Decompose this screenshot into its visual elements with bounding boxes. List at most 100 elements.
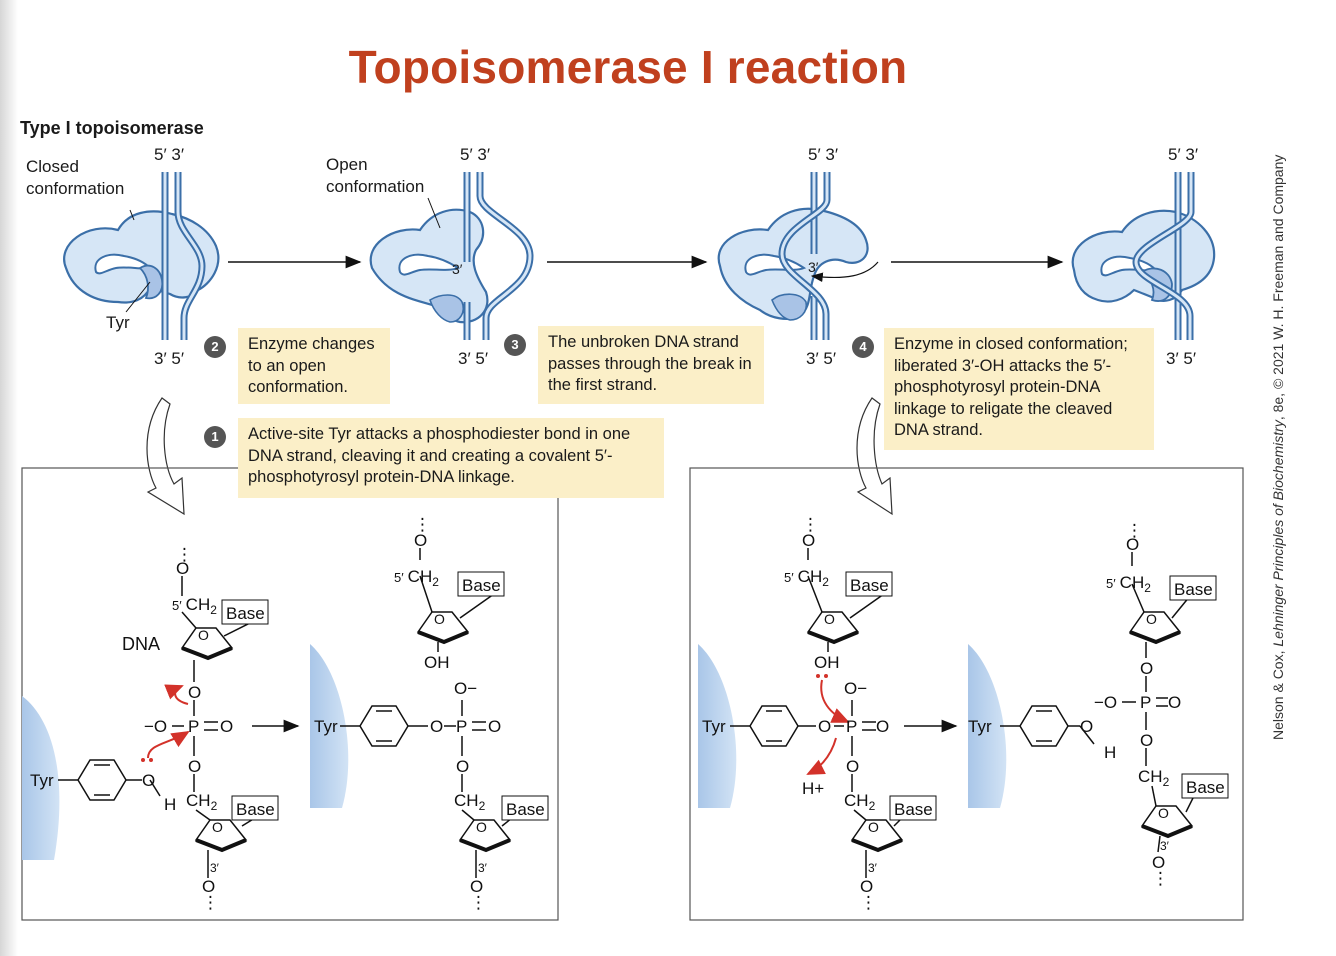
stage-1-closed-enzyme — [63, 172, 220, 340]
step-4-number: 4 — [852, 336, 874, 358]
oxygen: O — [456, 757, 469, 776]
ring-oxygen: O — [212, 819, 223, 835]
oxygen: O — [818, 717, 831, 736]
oxygen: O — [470, 877, 483, 896]
phosphorus: P — [1140, 693, 1151, 712]
strand-end-label-bottom: 3′ 5′ — [458, 349, 489, 368]
svg-text:5′CH2: 5′CH2 — [172, 595, 217, 617]
oxygen: O — [1126, 535, 1139, 554]
step-1-number: 1 — [204, 426, 226, 448]
chemistry-panel-left — [21, 467, 559, 921]
page-edge-shadow — [0, 0, 18, 956]
oxygen: O — [876, 717, 889, 736]
three-prime-marker: 3′ — [1160, 839, 1170, 853]
anionic-oxygen: O− — [454, 679, 477, 698]
ring-oxygen: O — [434, 611, 445, 627]
transition-arrow-right — [856, 397, 893, 516]
oxygen: O — [1168, 693, 1181, 712]
publisher-credit: Nelson & Cox, Lehninger Principles of Bi… — [1270, 154, 1286, 740]
diagram-subtitle: Type I topoisomerase — [20, 118, 204, 138]
chain-continuation: ⋮ — [802, 515, 819, 534]
base-label: Base — [894, 800, 933, 819]
anionic-oxygen: O− — [844, 679, 867, 698]
svg-text:CH2: CH2 — [186, 791, 218, 813]
svg-text:CH2: CH2 — [1138, 767, 1170, 789]
protein-surface-3 — [698, 644, 737, 808]
hydroxyl: OH — [814, 653, 840, 672]
step-3-number: 3 — [504, 334, 526, 356]
stage-4-closed-enzyme — [1071, 172, 1216, 340]
tyr-oxygen: O — [142, 771, 155, 790]
stage-3-strand-passage — [717, 172, 879, 340]
strand-end-label-bottom: 3′ 5′ — [154, 349, 185, 368]
phosphorus: P — [188, 717, 199, 736]
cut-end-3prime: 3′ — [808, 259, 819, 275]
chain-continuation: ⋮ — [414, 515, 431, 534]
chain-continuation: ⋮ — [860, 893, 877, 912]
chain-continuation: ⋮ — [176, 545, 193, 564]
stage-2-open-enzyme — [369, 172, 534, 340]
strand-end-label-top: 5′ 3′ — [460, 145, 491, 164]
tyr-label: Tyr — [968, 717, 992, 736]
oxygen: O — [846, 757, 859, 776]
ring-oxygen: O — [868, 819, 879, 835]
svg-text:5′CH2: 5′CH2 — [1106, 573, 1151, 595]
step-2-number: 2 — [204, 336, 226, 358]
cut-end-3prime: 3′ — [452, 261, 463, 277]
phosphorus: P — [456, 717, 467, 736]
chemical-bonds — [149, 548, 1197, 878]
ring-oxygen: O — [476, 819, 487, 835]
proton: H+ — [802, 779, 824, 798]
dna-label: DNA — [122, 634, 160, 654]
tyr-oxygen: O — [1080, 717, 1093, 736]
oxygen: O — [414, 531, 427, 550]
three-prime-marker: 3′ — [210, 861, 220, 875]
tyr-label: Tyr — [702, 717, 726, 736]
transition-arrow-left — [146, 397, 185, 516]
chain-continuation: ⋮ — [1126, 521, 1143, 540]
svg-text:5′CH2: 5′CH2 — [784, 567, 829, 589]
chemistry-panel-right — [689, 467, 1244, 921]
ring-oxygen: O — [198, 627, 209, 643]
chain-continuation: ⋮ — [202, 893, 219, 912]
tyr-rings — [58, 705, 1080, 801]
strand-end-label-top: 5′ 3′ — [154, 145, 185, 164]
tyr-label: Tyr — [30, 771, 54, 790]
step-4-callout: Enzyme in closed conformation; liberated… — [884, 328, 1154, 450]
ring-oxygen: O — [1146, 611, 1157, 627]
oxygen: O — [220, 717, 233, 736]
oxygen: O — [488, 717, 501, 736]
base-label: Base — [506, 800, 545, 819]
three-prime-marker: 3′ — [868, 861, 878, 875]
oxygen: O — [188, 683, 201, 702]
strand-end-label-top: 5′ 3′ — [1168, 145, 1199, 164]
base-label: Base — [226, 604, 265, 623]
tyr-active-site-label: Tyr — [106, 313, 130, 332]
open-conformation-label: Open conformation — [326, 155, 425, 196]
base-label: Base — [1174, 580, 1213, 599]
base-label: Base — [850, 576, 889, 595]
page-title: Topoisomerase I reaction — [348, 41, 908, 93]
oxygen: O — [188, 757, 201, 776]
strand-end-label-top: 5′ 3′ — [808, 145, 839, 164]
step-2-callout: Enzyme changes to an open conformation. — [238, 328, 390, 404]
anionic-oxygen: −O — [1094, 693, 1117, 712]
ring-oxygen: O — [1158, 805, 1169, 821]
tyr-label: Tyr — [314, 717, 338, 736]
step-1-callout: Active-site Tyr attacks a phosphodiester… — [238, 418, 664, 498]
protein-surface-4 — [968, 644, 1007, 808]
sugar-rings — [180, 611, 1194, 853]
hydrogen: H — [1104, 743, 1116, 762]
protein-surface-2 — [310, 644, 349, 808]
oxygen: O — [860, 877, 873, 896]
closed-conformation-label: Closed conformation — [26, 157, 125, 198]
base-label: Base — [462, 576, 501, 595]
phosphorus: P — [846, 717, 857, 736]
ring-oxygen: O — [824, 611, 835, 627]
chain-continuation: ⋮ — [1152, 869, 1169, 888]
svg-text:CH2: CH2 — [454, 791, 486, 813]
oxygen: O — [176, 559, 189, 578]
oxygen: O — [802, 531, 815, 550]
oxygen: O — [202, 877, 215, 896]
